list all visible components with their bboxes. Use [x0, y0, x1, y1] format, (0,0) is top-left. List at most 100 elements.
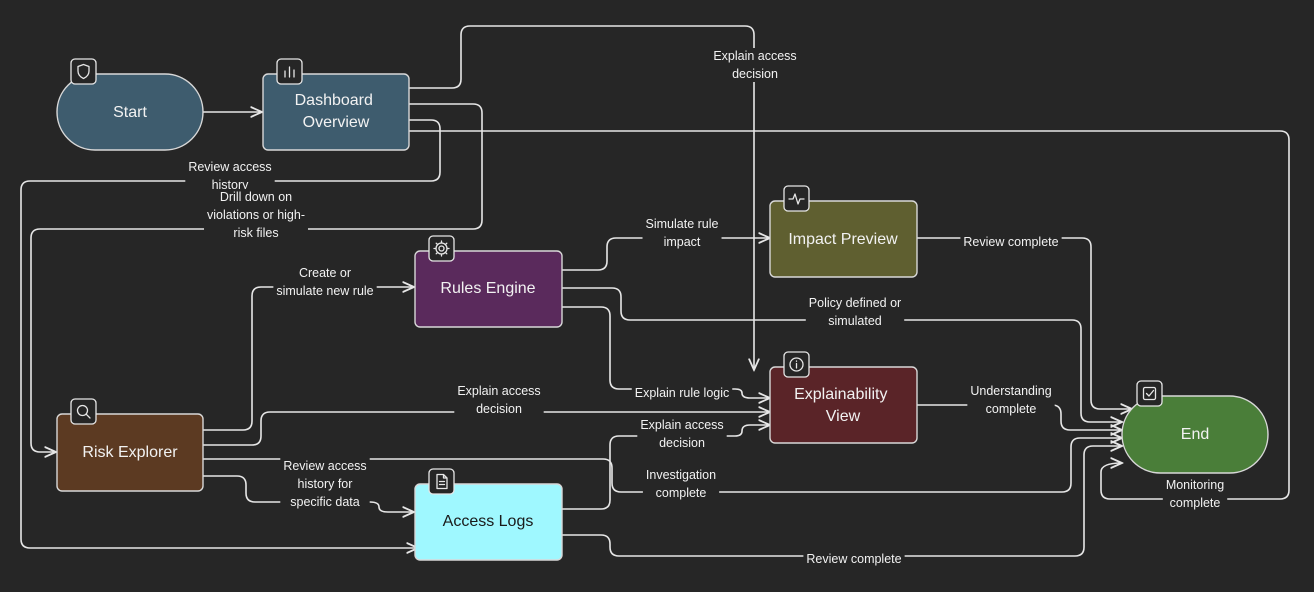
edge-risk-logs [203, 475, 414, 512]
edge-label-bg [204, 189, 308, 241]
node-risk-shape [56, 413, 204, 492]
edge-label-line: specific data [290, 495, 360, 509]
node-risk-label: Risk Explorer [82, 444, 178, 461]
edge-label-line: Simulate rule [646, 217, 719, 231]
edge-label-line: decision [732, 67, 778, 81]
edge-risk-rules [203, 287, 414, 431]
edge-label-line: Review complete [963, 235, 1058, 249]
edge-label-line: risk files [233, 226, 278, 240]
edge-label-text: Drill down on violations or high-risk fil… [207, 190, 305, 240]
edge-label-line: violations or high- [207, 208, 305, 222]
edge-label-text: Review complete [963, 235, 1058, 249]
node-logs-shape [414, 483, 563, 561]
node-rules-label: Rules Engine [440, 280, 535, 297]
node-dashboard-shape [262, 73, 410, 151]
gear-icon [428, 235, 455, 262]
edge-label-line: Monitoring [1166, 478, 1224, 492]
edge-label-line: Investigation [646, 468, 716, 482]
edge-label: Create or simulate new rule [273, 265, 377, 299]
edge-label-bg [273, 265, 377, 299]
node-logs-label: Access Logs [443, 513, 534, 530]
edge-label-bg [805, 295, 905, 329]
edge-label-line: simulated [828, 314, 882, 328]
edge-label-text: Policy defined or simulated [809, 296, 901, 328]
edge-label-line: history [212, 178, 250, 192]
node-rules-engine[interactable]: Rules Engine [414, 250, 563, 328]
edge-label-bg [967, 383, 1055, 417]
edge-label-line: decision [659, 436, 705, 450]
edge-label-line: simulate new rule [276, 284, 373, 298]
node-impact-label: Impact Preview [788, 231, 898, 248]
node-explain-label-line: Explainability [794, 386, 887, 403]
edge-dashboard-end [409, 130, 1290, 500]
info-icon [783, 351, 810, 378]
edge-label: Policy defined or simulated [805, 295, 905, 329]
node-risk-explorer[interactable]: Risk Explorer [56, 413, 204, 492]
edge-label-bg [1162, 477, 1228, 511]
node-dashboard-label: Dashboard Overview [295, 92, 378, 131]
edge-label-text: Explain access decision [640, 418, 723, 450]
pulse-icon [783, 185, 810, 212]
edge-label-line: Create or [299, 266, 351, 280]
edge-label-line: Explain rule logic [635, 386, 730, 400]
node-start-label: Start [113, 104, 147, 121]
node-start-shape [56, 73, 204, 151]
checkbox-icon [1136, 380, 1163, 407]
edge-label-line: Policy defined or [809, 296, 901, 310]
node-impact-shape [769, 200, 918, 278]
edge-label-line: Drill down on [220, 190, 292, 204]
edge-label: Review complete [803, 551, 905, 567]
node-explain-label-line: View [826, 408, 861, 425]
node-impact-preview[interactable]: Impact Preview [769, 200, 918, 278]
edge-label-line: Explain access [713, 49, 796, 63]
edge-label-text: Review complete [806, 552, 901, 566]
node-end[interactable]: End [1121, 395, 1269, 474]
bar-chart-icon [276, 58, 303, 85]
node-start[interactable]: Start [56, 73, 204, 151]
edge-label-line: Explain access [640, 418, 723, 432]
edge-label: Explain access decision [710, 48, 800, 82]
edge-label-bg [631, 385, 733, 401]
node-access-logs[interactable]: Access Logs [414, 483, 563, 561]
edge-label: Explain access decision [637, 417, 727, 451]
shield-icon [70, 58, 97, 85]
edge-label-text: Explain access decision [713, 49, 796, 81]
node-explain-label: Explainability View [794, 386, 892, 425]
edge-label-line: Review access [283, 459, 366, 473]
magnifier-icon [70, 398, 97, 425]
edge-label-bg [637, 417, 727, 451]
edge-label: Review complete [960, 234, 1062, 250]
node-end-label: End [1181, 426, 1209, 443]
edge-label-line: Understanding [970, 384, 1051, 398]
node-dashboard-label-line: Overview [303, 114, 370, 131]
edge-label-bg [803, 551, 905, 567]
edge-label-bg [960, 234, 1062, 250]
node-rules-shape [414, 250, 563, 328]
edge-risk-end [203, 438, 1122, 493]
edge-label: Drill down on violations or high-risk fil… [204, 189, 308, 241]
edges [20, 25, 1290, 557]
edge-dashboard-explainability [409, 25, 754, 370]
edge-label-bg [642, 467, 720, 501]
edge-label-line: complete [986, 402, 1037, 416]
edge-label-text: Understanding complete [970, 384, 1051, 416]
edge-label: Explain rule logic [631, 385, 733, 401]
node-explain-shape [769, 366, 918, 444]
icon-badges [70, 58, 1163, 495]
node-dashboard[interactable]: Dashboard Overview [262, 73, 410, 151]
edge-label-line: Review complete [806, 552, 901, 566]
node-dashboard-label-line: Dashboard [295, 92, 373, 109]
edge-label: Understanding complete [967, 383, 1055, 417]
node-explainability-view[interactable]: Explainability View [769, 366, 918, 444]
